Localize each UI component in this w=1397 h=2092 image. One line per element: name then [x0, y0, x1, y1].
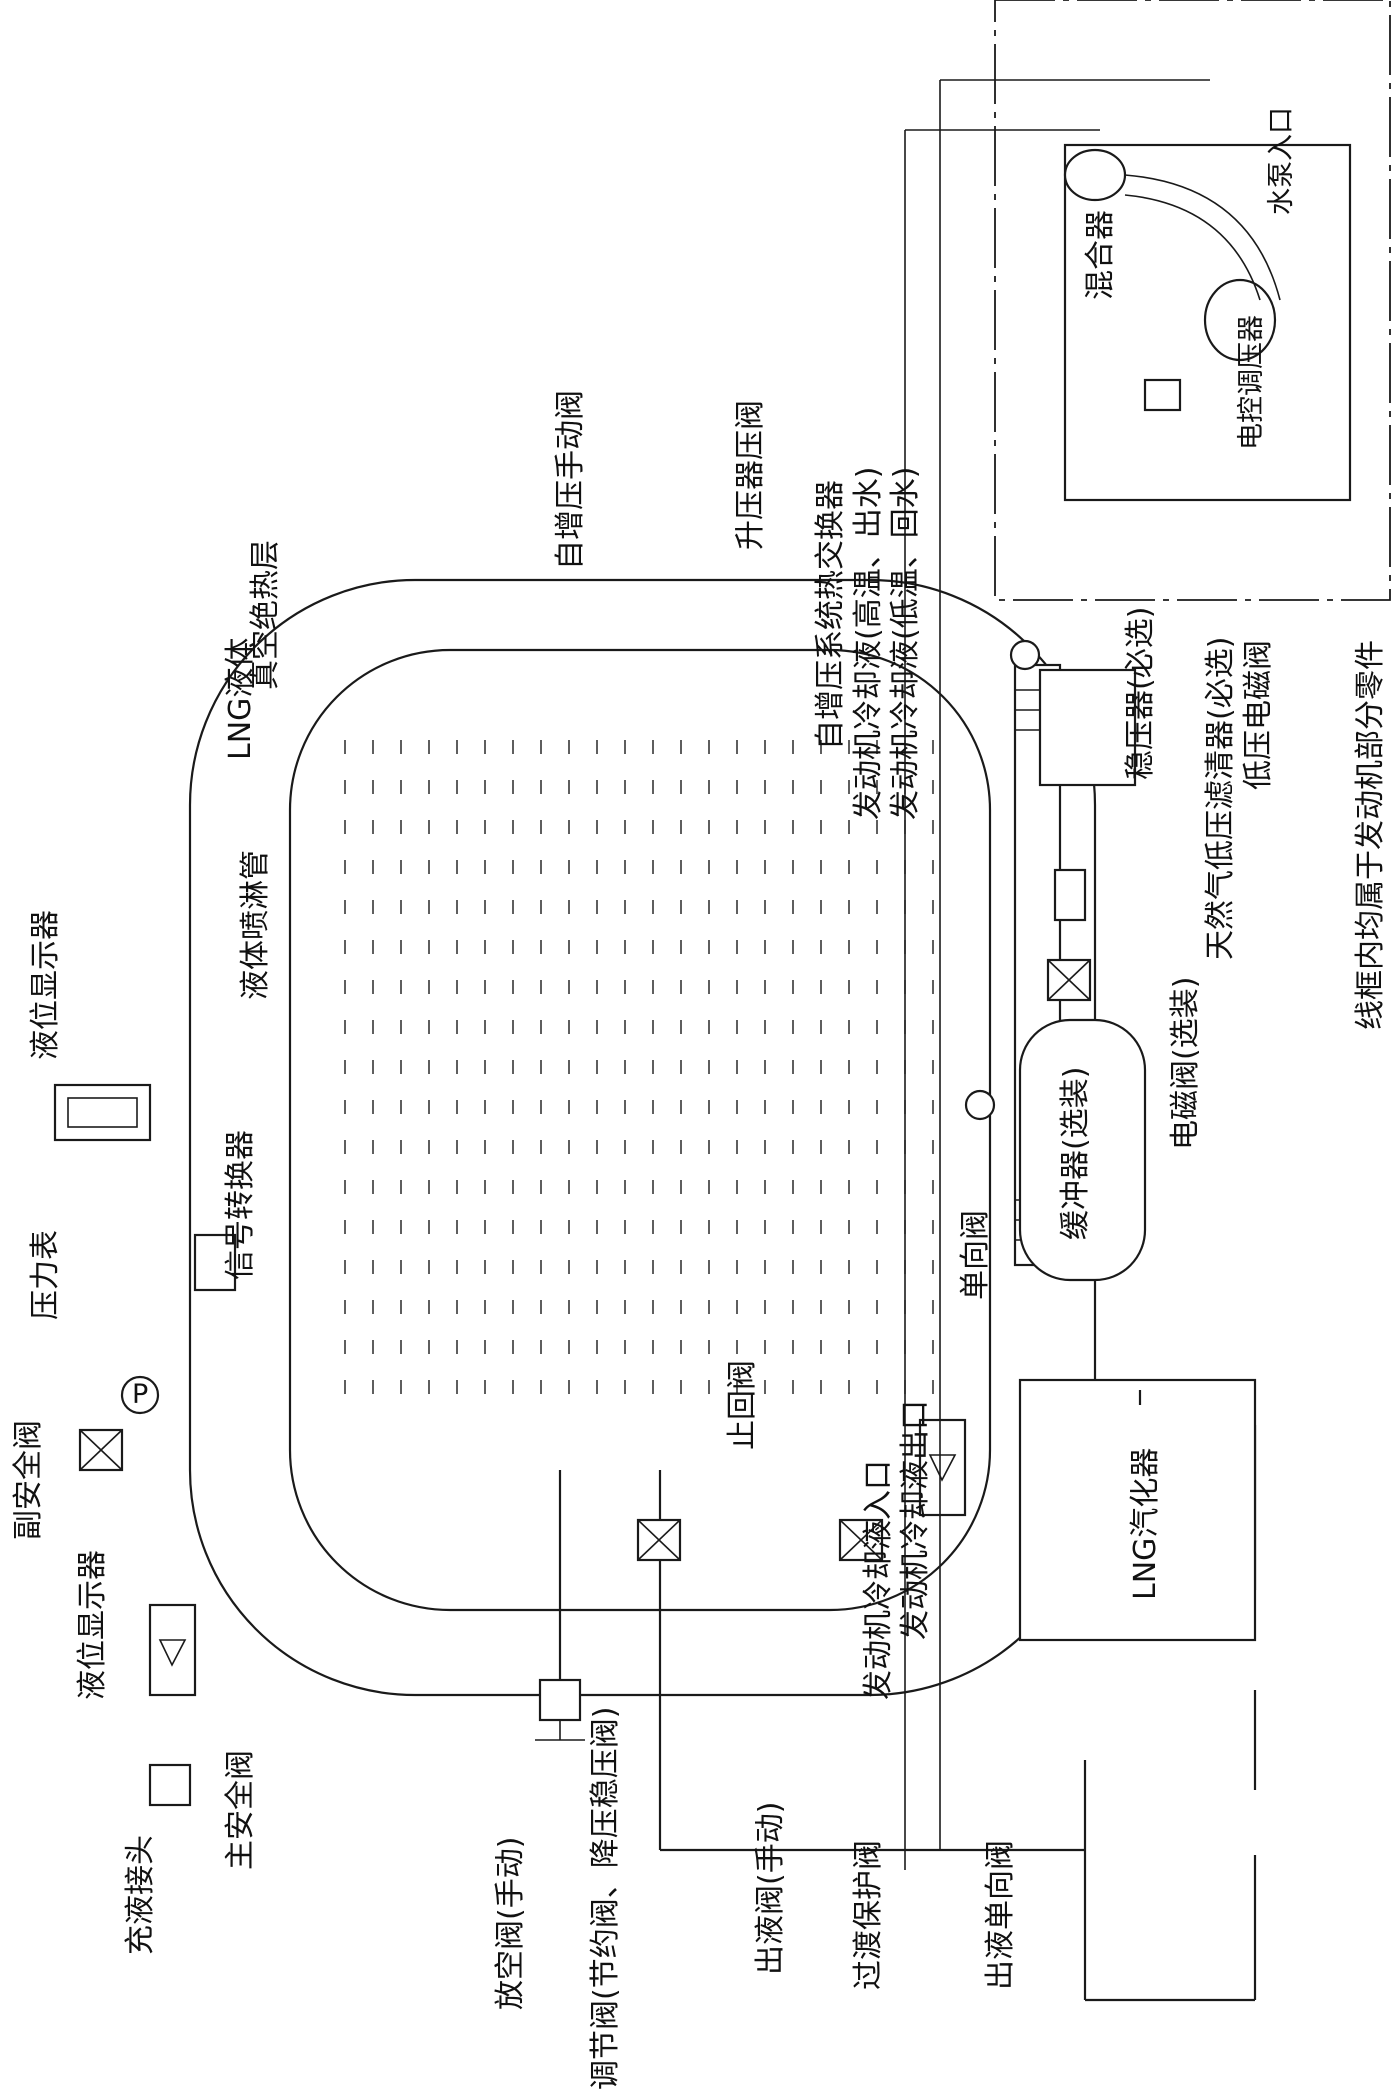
buffer-tank [964, 1018, 1147, 1282]
solenoid-valve[interactable] [1046, 958, 1092, 1002]
label-main-safety-valve: 主安全阀 [223, 1750, 258, 1870]
label-check-valve: 止回阀 [725, 1360, 760, 1450]
label-self-boost-exchanger: 自增压系统热交换器 [813, 480, 848, 750]
label-solenoid-valve: 电磁阀(选装) [1168, 977, 1203, 1150]
label-level-display-top: 液位显示器 [28, 910, 63, 1060]
labels-layer: 充液接头 液位显示器 副安全阀 压力表 信号转换器 液位显示器 液体喷淋管 LN… [11, 107, 1388, 2090]
label-coolant-high: 发动机冷却液(高温、出水) [851, 467, 886, 820]
label-gas-filter: 天然气低压滤清器(必选) [1203, 637, 1238, 960]
label-level-indicator-left: 液位显示器 [75, 1550, 110, 1700]
label-vaporizer: LNG汽化器 [1128, 1448, 1163, 1600]
label-mixer: 混合器 [1083, 210, 1118, 300]
lng-vaporizer [1018, 1378, 1257, 1642]
signal-converter [193, 1233, 237, 1292]
fill-connector[interactable] [148, 1763, 192, 1807]
label-vacuum-layer: 真空绝热层 [248, 540, 283, 690]
label-signal-converter: 信号转换器 [223, 1130, 258, 1280]
label-vent-valve: 放空阀(手动) [493, 1837, 528, 2010]
engine-parts-frame [994, 0, 1391, 601]
label-frame-note: 线框内均属于发动机部分零件 [1353, 640, 1388, 1030]
label-ecu-regulator: 电控调压器 [1236, 315, 1267, 450]
regulating-valve[interactable] [838, 1518, 884, 1562]
label-overflow-valve: 过渡保护阀 [851, 1840, 886, 1990]
label-low-pressure-solenoid: 低压电磁阀 [1241, 640, 1276, 790]
label-fill-connector: 充液接头 [123, 1835, 158, 1955]
label-coolant-low: 发动机冷却液(低温、回水) [888, 467, 923, 820]
label-lng-liquid: LNG液体 [223, 638, 258, 760]
label-water-pump-inlet: 水泵入口 [1266, 107, 1297, 215]
pressure-gauge [120, 1375, 160, 1415]
label-check-valve-small: 单向阀 [958, 1210, 993, 1300]
vent-valve[interactable] [535, 1470, 585, 1741]
label-coolant-inlet: 发动机冷却液入口 [861, 1460, 896, 1700]
label-booster-valve: 升压器压阀 [733, 400, 768, 550]
label-regulating-valve: 调节阀(节约阀、降压稳压阀) [588, 1707, 623, 2090]
label-outlet-valve: 出液阀(手动) [753, 1802, 788, 1975]
engine-block [1063, 143, 1352, 502]
label-regulator: 稳压器(必选) [1123, 607, 1158, 780]
label-spray-pipe: 液体喷淋管 [238, 850, 273, 1000]
aux-safety-valve[interactable] [78, 1428, 124, 1472]
main-safety-valve[interactable] [636, 1518, 682, 1562]
level-indicator-left [148, 1603, 197, 1697]
label-pressure-gauge: 压力表 [28, 1230, 63, 1320]
coolant-lines [904, 79, 1210, 1870]
label-self-boost-manual-valve: 自增压手动阀 [553, 390, 588, 570]
label-outlet-check-valve: 出液单向阀 [983, 1840, 1018, 1990]
label-coolant-outlet: 发动机冷却液出口 [898, 1400, 933, 1640]
pressure-regulator [1009, 639, 1137, 787]
label-buffer: 缓冲器(选装) [1058, 1067, 1093, 1240]
level-display-top [53, 1083, 152, 1142]
pressure-symbol: P [132, 1379, 148, 1410]
gas-filter [1053, 868, 1087, 922]
check-valve[interactable] [918, 1418, 967, 1517]
label-aux-safety-valve: 副安全阀 [11, 1420, 46, 1540]
lng-liquid-fill [344, 740, 934, 1394]
